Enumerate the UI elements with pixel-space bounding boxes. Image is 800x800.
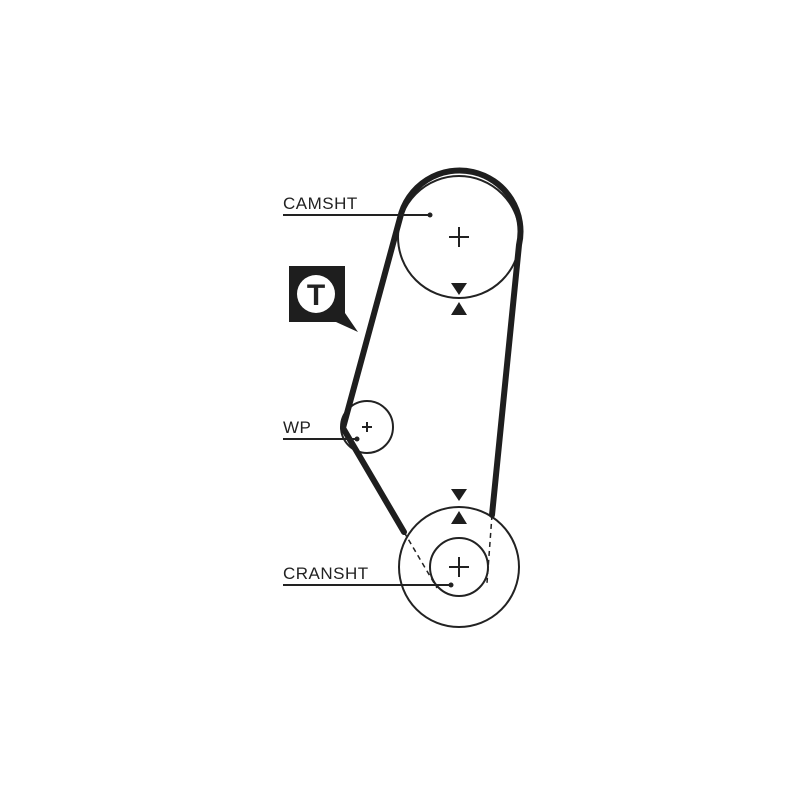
- crankshaft-timing-mark-lower-icon: [451, 511, 467, 524]
- camshaft-timing-mark-upper-icon: [451, 283, 467, 295]
- crankshaft-inner-circle: [429, 537, 489, 597]
- tensioner-symbol: T: [289, 266, 358, 332]
- leader-camshaft-dot: [427, 212, 433, 218]
- crankshaft-pulley: [398, 506, 520, 628]
- crankshaft-outer-circle: [398, 506, 520, 628]
- camshaft-timing-mark-lower-icon: [451, 302, 467, 315]
- tensioner-circle: [297, 275, 335, 313]
- leader-water-pump: [283, 436, 360, 442]
- leader-crankshaft-dot: [448, 582, 454, 588]
- crankshaft-timing-mark-upper-icon: [451, 489, 467, 501]
- timing-belt: [340, 167, 524, 535]
- camshaft-pulley: [397, 175, 521, 299]
- label-camshaft: CAMSHT: [283, 194, 358, 213]
- leader-camshaft: [283, 212, 433, 218]
- leader-crankshaft: [283, 582, 454, 588]
- belt-hidden-right: [486, 514, 493, 584]
- leader-water-pump-dot: [354, 436, 360, 442]
- belt-hidden-left: [403, 531, 438, 589]
- tensioner-letter: T: [307, 279, 325, 312]
- label-crankshaft: CRANSHT: [283, 564, 369, 583]
- label-water-pump: WP: [283, 418, 311, 437]
